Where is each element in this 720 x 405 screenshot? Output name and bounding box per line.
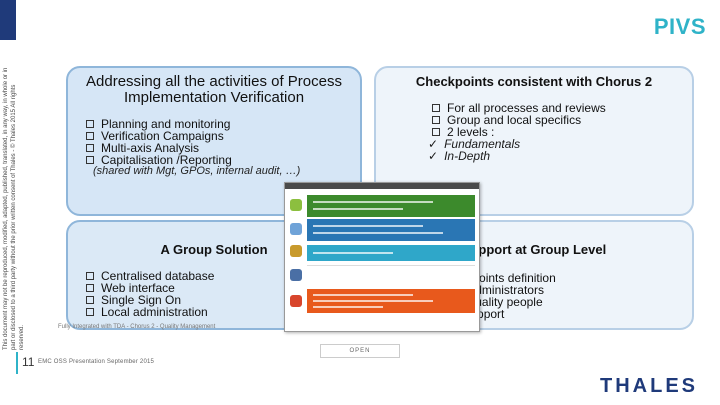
diagram-area: Addressing all the activities of Process… <box>54 64 706 332</box>
panel-title: A Group Solution <box>160 242 268 257</box>
square-bullet-icon <box>432 116 440 124</box>
list-item: Capitalisation /Reporting <box>86 154 350 166</box>
list-item: Single Sign On <box>86 294 350 306</box>
square-bullet-icon <box>432 128 440 136</box>
thumbnail-line <box>313 232 443 234</box>
thales-logo: THALES <box>600 375 698 397</box>
list-item: Local administration <box>86 306 350 318</box>
legal-notice: This document may not be reproduced, mod… <box>3 67 25 350</box>
panel-process-verification: Addressing all the activities of Process… <box>66 66 362 216</box>
square-bullet-icon <box>86 296 94 304</box>
list-item: Planning and monitoring <box>86 118 350 130</box>
bullet-note: (shared with Mgt, GPOs, internal audit, … <box>93 165 301 177</box>
square-bullet-icon <box>86 308 94 316</box>
thumbnail-row <box>307 289 475 313</box>
list-item: Multi-axis Analysis <box>86 142 350 154</box>
list-item: Web interface <box>86 282 350 294</box>
check-list: ✓Fundamentals ✓In-Depth <box>428 138 682 162</box>
square-bullet-icon <box>86 132 94 140</box>
thumbnail-line <box>313 225 423 227</box>
list-item: Group and local specifics <box>432 114 682 126</box>
panel-title: Addressing all the activities of Process… <box>86 73 342 106</box>
header-accent-bar <box>0 0 16 40</box>
people-icon <box>290 269 302 281</box>
folder-icon <box>290 245 302 257</box>
list-item: ✓Fundamentals <box>428 137 521 151</box>
square-bullet-icon <box>86 272 94 280</box>
bullet-list: For all processes and reviews Group and … <box>432 102 682 138</box>
footer-text: EMC OSS Presentation September 2015 <box>38 359 155 365</box>
square-bullet-icon <box>86 144 94 152</box>
classification-badge: OPEN <box>320 344 400 358</box>
bullet-list: Planning and monitoring Verification Cam… <box>86 118 350 166</box>
square-bullet-icon <box>86 284 94 292</box>
bullet-list: Centralised database Web interface Singl… <box>86 270 350 318</box>
diagram-footnote: Fully Integrated with TDA - Chorus 2 - Q… <box>58 324 216 330</box>
thumbnail-line <box>313 300 433 302</box>
check-icon: ✓ <box>428 149 439 163</box>
list-item: ✓In-Depth <box>428 149 491 163</box>
list-item: 2 levels : <box>432 126 682 138</box>
panel-title: Support at Group Level <box>461 242 607 257</box>
gear-icon <box>290 199 302 211</box>
square-bullet-icon <box>432 104 440 112</box>
slide-title: PIVS <box>653 14 706 39</box>
page-number: 11 <box>22 355 35 369</box>
thumbnail-header <box>285 183 479 189</box>
page-number-accent <box>16 352 18 374</box>
search-icon <box>290 223 302 235</box>
thumbnail-row <box>307 195 475 217</box>
chart-icon <box>290 295 302 307</box>
panel-title: Checkpoints consistent with Chorus 2 <box>415 74 653 89</box>
thumbnail-line <box>313 208 403 210</box>
square-bullet-icon <box>86 156 94 164</box>
thumbnail-row <box>307 219 475 241</box>
app-screenshot-thumbnail <box>284 182 480 332</box>
thumbnail-line <box>313 201 433 203</box>
thumbnail-line <box>313 306 383 308</box>
list-item: For all processes and reviews <box>432 102 682 114</box>
thumbnail-row <box>307 245 475 261</box>
thumbnail-line <box>313 294 413 296</box>
check-icon: ✓ <box>428 137 439 151</box>
square-bullet-icon <box>86 120 94 128</box>
list-item: Verification Campaigns <box>86 130 350 142</box>
thumbnail-line <box>313 252 393 254</box>
list-item: Centralised database <box>86 270 350 282</box>
panel-checkpoints: Checkpoints consistent with Chorus 2 For… <box>374 66 694 216</box>
thumbnail-row <box>307 265 475 287</box>
